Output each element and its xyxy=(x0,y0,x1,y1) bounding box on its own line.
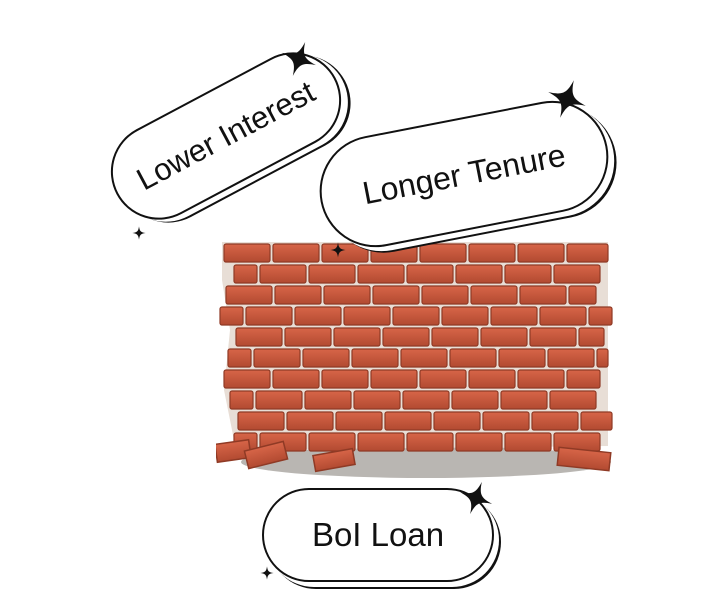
brick xyxy=(498,348,546,368)
brick xyxy=(451,390,499,410)
brick xyxy=(370,369,418,389)
brick-rows xyxy=(219,243,613,452)
sparkle-star-icon xyxy=(548,80,586,118)
sparkle-star-icon xyxy=(459,481,493,515)
brick xyxy=(372,285,420,305)
brick-wall-illustration xyxy=(216,210,614,500)
brick xyxy=(482,411,530,431)
brick xyxy=(255,390,303,410)
brick xyxy=(335,411,383,431)
brick xyxy=(568,285,597,305)
brick xyxy=(392,306,440,326)
brick xyxy=(419,243,467,263)
brick xyxy=(321,369,369,389)
brick xyxy=(468,243,516,263)
longer-tenure-label: Longer Tenure xyxy=(359,136,569,211)
brick xyxy=(449,348,497,368)
brick xyxy=(419,369,467,389)
brick xyxy=(519,285,567,305)
brick xyxy=(504,432,552,452)
brick xyxy=(549,390,597,410)
brick xyxy=(517,243,565,263)
boi-loan-badge: BoI Loan xyxy=(262,488,494,582)
brick xyxy=(233,264,258,284)
lower-interest-label: Lower Interest xyxy=(130,73,321,198)
brick xyxy=(253,348,301,368)
brick xyxy=(225,285,273,305)
brick xyxy=(490,306,538,326)
brick xyxy=(237,411,285,431)
brick xyxy=(580,411,613,431)
brick xyxy=(470,285,518,305)
brick xyxy=(343,306,391,326)
brick xyxy=(402,390,450,410)
brick xyxy=(259,264,307,284)
brick xyxy=(566,369,601,389)
brick xyxy=(245,306,293,326)
sparkle-star-icon xyxy=(282,42,316,76)
brick xyxy=(321,243,369,263)
brick xyxy=(333,327,381,347)
sparkle-star-icon xyxy=(132,226,146,240)
boi-loan-label: BoI Loan xyxy=(311,516,445,553)
brick xyxy=(357,432,405,452)
brick xyxy=(433,411,481,431)
brick xyxy=(357,264,405,284)
brick xyxy=(468,369,516,389)
brick xyxy=(353,390,401,410)
brick xyxy=(529,327,577,347)
brick xyxy=(304,390,352,410)
loose-bricks xyxy=(216,438,612,473)
sparkle-star-icon xyxy=(260,566,274,580)
brick xyxy=(400,348,448,368)
brick xyxy=(504,264,552,284)
brick xyxy=(229,390,254,410)
brick xyxy=(553,264,601,284)
brick xyxy=(384,411,432,431)
brick xyxy=(351,348,399,368)
brick xyxy=(441,306,489,326)
brick xyxy=(531,411,579,431)
brick xyxy=(406,264,454,284)
brick xyxy=(431,327,479,347)
brick xyxy=(480,327,528,347)
brick xyxy=(588,306,613,326)
brick xyxy=(308,264,356,284)
brick xyxy=(500,390,548,410)
brick xyxy=(272,369,320,389)
brick xyxy=(272,243,320,263)
brick xyxy=(294,306,342,326)
brick xyxy=(286,411,334,431)
brick xyxy=(323,285,371,305)
brick xyxy=(539,306,587,326)
brick xyxy=(547,348,595,368)
brick xyxy=(455,432,503,452)
brick xyxy=(596,348,609,368)
brick xyxy=(517,369,565,389)
brick xyxy=(578,327,605,347)
brick xyxy=(274,285,322,305)
brick xyxy=(223,243,271,263)
brick xyxy=(455,264,503,284)
brick xyxy=(406,432,454,452)
brick xyxy=(235,327,283,347)
brick xyxy=(302,348,350,368)
brick xyxy=(227,348,252,368)
brick xyxy=(223,369,271,389)
brick xyxy=(382,327,430,347)
lower-interest-badge: Lower Interest xyxy=(93,35,359,237)
brick xyxy=(566,243,609,263)
sparkle-star-icon xyxy=(330,242,346,258)
brick xyxy=(219,306,244,326)
brick xyxy=(284,327,332,347)
brick xyxy=(421,285,469,305)
brick xyxy=(308,432,356,452)
